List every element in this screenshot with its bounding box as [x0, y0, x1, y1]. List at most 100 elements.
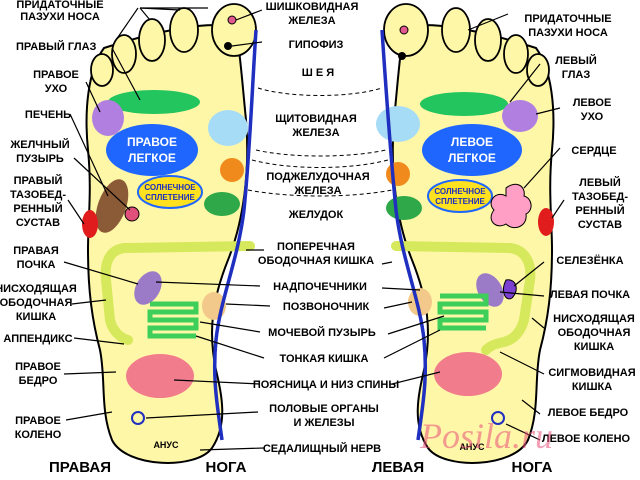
label-pancreas-2: ЖЕЛЕЗА	[293, 185, 341, 197]
label-sinuses-right-2: ПАЗУХИ НОСА	[20, 11, 100, 23]
label-left-ear: ЛЕВОЕ	[573, 97, 612, 109]
right-toe-2	[169, 7, 199, 53]
label-right-knee: ПРАВОЕ	[15, 415, 61, 427]
label-sinuses-left: ПРИДАТОЧНЫЕ	[524, 13, 611, 25]
left-toe-2	[441, 7, 471, 53]
left-sciatic-zone	[491, 411, 505, 425]
label-spine: ПОЗВОНОЧНИК	[283, 301, 370, 313]
label-right-hip-4: СУСТАВ	[16, 217, 60, 229]
left-lung-label-2: ЛЕГКОЕ	[448, 151, 496, 165]
label-adrenals: НАДПОЧЕЧНИКИ	[273, 281, 367, 293]
label-transverse-colon-2: ОБОДОЧНАЯ КИШКА	[258, 255, 374, 267]
label-left-hip-4: СУСТАВ	[578, 219, 622, 231]
label-neck: Ш Е Я	[302, 67, 335, 79]
label-transverse-colon: ПОПЕРЕЧНАЯ	[277, 241, 355, 253]
label-sinuses-left-2: ПАЗУХИ НОСА	[528, 27, 608, 39]
left-toe-5	[526, 53, 550, 87]
left-pancreas-zone	[386, 162, 410, 186]
title-right-foot: ПРАВАЯ	[49, 459, 111, 476]
left-solar-plexus-zone	[427, 179, 493, 213]
liver-zone	[95, 179, 129, 233]
label-sigmoid: СИГМОВИДНАЯ	[548, 367, 635, 379]
watermark: Posila.ru	[419, 416, 553, 456]
label-left-thigh: ЛЕВОЕ БЕДРО	[548, 407, 629, 419]
right-eye-zone	[108, 90, 200, 114]
label-thyroid-2: ЖЕЛЕЗА	[291, 127, 339, 139]
label-lower-back: ПОЯСНИЦА И НИЗ СПИНЫ	[253, 379, 400, 391]
label-pancreas: ПОДЖЕЛУДОЧНАЯ	[266, 171, 369, 183]
left-toe-4	[503, 34, 529, 74]
label-right-kidney: ПРАВАЯ	[13, 245, 59, 257]
title-right-foot-2: НОГА	[206, 459, 247, 476]
left-colon-zone	[391, 241, 536, 355]
heart-zone	[490, 183, 532, 229]
guide-lines	[247, 87, 393, 197]
title-left-foot: ЛЕВАЯ	[372, 459, 424, 476]
left-foot: ЛЕВОЕ ЛЕГКОЕ СОЛНЕЧНОЕ СПЛЕТЕНИЕ АНУС	[376, 3, 555, 464]
label-pineal: ШИШКОВИДНАЯ	[266, 1, 359, 13]
right-big-toe	[211, 3, 257, 57]
left-lung-label: ЛЕВОЕ	[451, 135, 493, 149]
right-thyroid-zone	[208, 110, 248, 146]
label-ascending-colon-2: ОБОДОЧНАЯ	[0, 297, 72, 309]
label-gallbladder-2: ПУЗЫРЬ	[16, 153, 64, 165]
left-pineal-dot	[399, 25, 409, 35]
right-small-intestine-zone	[147, 301, 199, 339]
label-left-hip: ЛЕВЫЙ	[579, 176, 621, 189]
right-solar-plexus-label: СОЛНЕЧНОЕ	[144, 183, 196, 192]
left-anus-label: АНУС	[459, 442, 485, 452]
right-toe-3	[138, 18, 166, 62]
leader-lines	[63, 7, 565, 451]
label-left-eye: ЛЕВЫЙ	[555, 54, 597, 67]
right-pituitary-dot	[224, 42, 232, 50]
right-genitals-zone	[126, 354, 194, 398]
left-lung-zone	[422, 124, 522, 176]
label-genitals: ПОЛОВЫЕ ОРГАНЫ	[269, 403, 379, 415]
right-anus-label: АНУС	[153, 440, 179, 450]
label-left-knee: ЛЕВОЕ КОЛЕНО	[542, 433, 631, 445]
label-spleen: СЕЛЕЗЁНКА	[556, 254, 623, 267]
label-left-hip-3: РЕННЫЙ	[575, 204, 624, 217]
label-small-intestine: ТОНКАЯ КИШКА	[280, 353, 369, 365]
left-toe-3	[474, 18, 502, 62]
right-kidney-zone	[134, 271, 162, 305]
label-right-eye: ПРАВЫЙ ГЛАЗ	[16, 40, 97, 53]
left-eye-zone	[420, 92, 508, 116]
label-heart: СЕРДЦЕ	[571, 145, 616, 157]
label-sinuses-right: ПРИДАТОЧНЫЕ	[16, 0, 103, 11]
right-toe-5	[90, 53, 114, 87]
label-right-hip-2: ТАЗОБЕД-	[10, 189, 66, 201]
label-right-thigh-2: БЕДРО	[19, 375, 58, 387]
label-bladder: МОЧЕВОЙ ПУЗЫРЬ	[268, 326, 376, 339]
right-solar-plexus-zone	[137, 175, 203, 209]
label-right-hip: ПРАВЫЙ	[14, 174, 63, 187]
left-small-intestine-zone	[437, 293, 489, 331]
label-ascending-colon-3: КИШКА	[16, 311, 56, 323]
label-left-eye-2: ГЛАЗ	[562, 69, 591, 81]
label-left-kidney: ЛЕВАЯ ПОЧКА	[550, 289, 630, 301]
label-left-hip-2: ТАЗОБЕД-	[572, 191, 628, 203]
label-stomach: ЖЕЛУДОК	[288, 209, 344, 221]
right-stomach-zone	[204, 192, 240, 216]
left-ear-zone	[502, 100, 538, 132]
label-thyroid: ЩИТОВИДНАЯ	[275, 113, 357, 125]
left-thyroid-zone	[376, 106, 420, 142]
left-pituitary-dot	[398, 52, 406, 60]
title-left-foot-2: НОГА	[512, 459, 553, 476]
right-lung-zone	[106, 124, 198, 176]
label-pineal-2: ЖЕЛЕЗА	[287, 15, 335, 27]
label-descending-colon-3: КИШКА	[574, 341, 614, 353]
gallbladder-zone	[124, 206, 140, 222]
label-sciatic: СЕДАЛИЩНЫЙ НЕРВ	[263, 442, 381, 455]
label-right-thigh: ПРАВОЕ	[15, 361, 61, 373]
right-hip-zone	[82, 210, 98, 238]
label-appendix: АППЕНДИКС	[3, 333, 72, 345]
right-pineal-dot	[227, 15, 237, 25]
label-ascending-colon: НИСХОДЯЩАЯ	[0, 283, 77, 295]
left-solar-plexus-label: СОЛНЕЧНОЕ	[434, 187, 486, 196]
right-spine-line	[212, 29, 258, 441]
left-hip-zone	[538, 208, 554, 236]
left-solar-plexus-label-2: СПЛЕТЕНИЕ	[435, 197, 485, 206]
right-ear-zone	[92, 100, 124, 136]
